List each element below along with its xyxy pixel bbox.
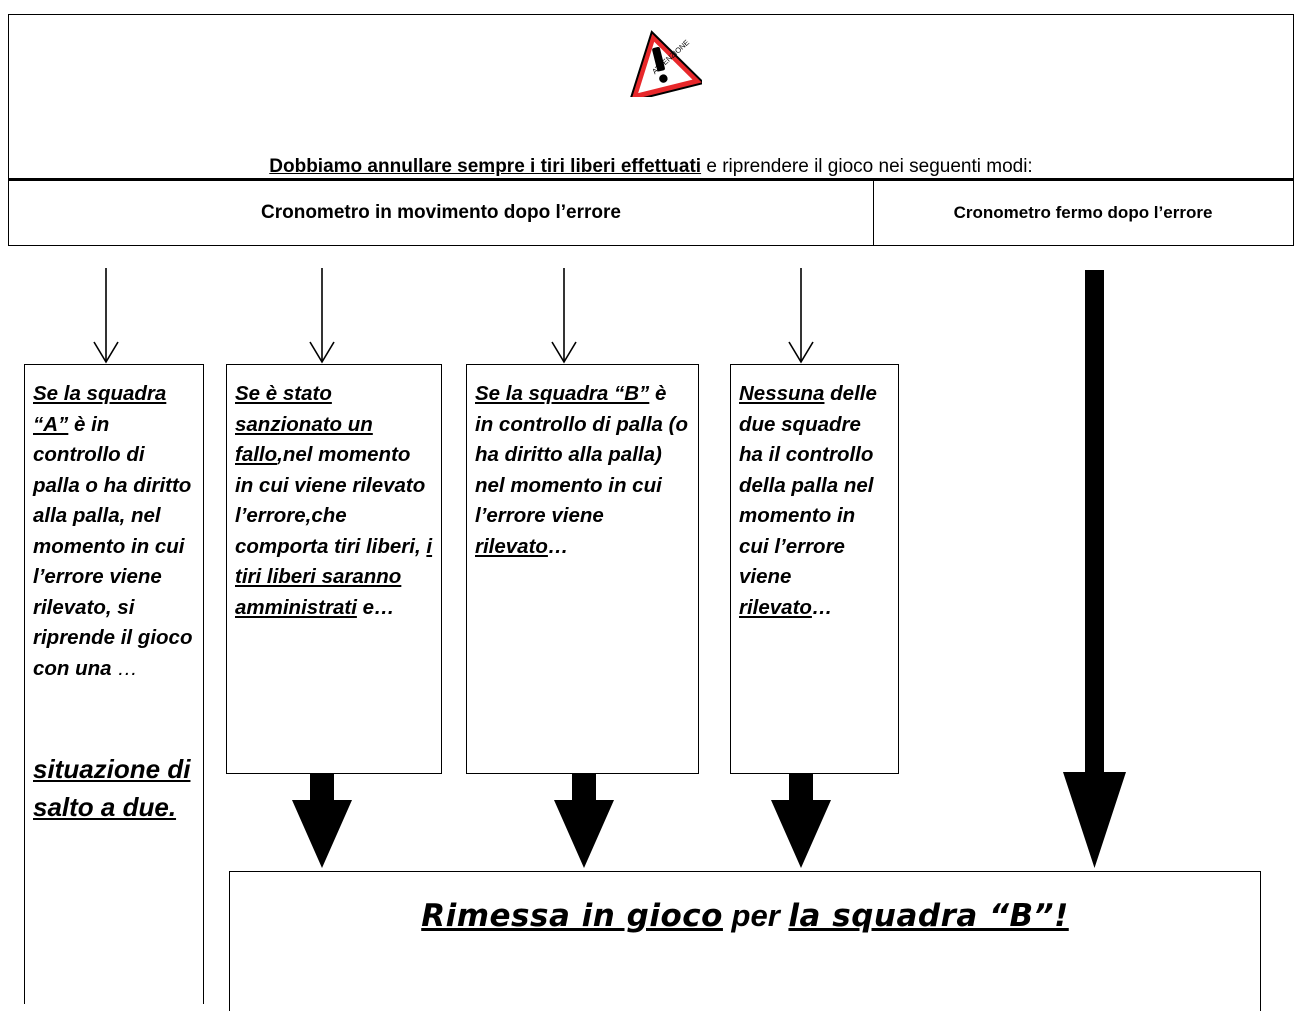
- case-a-box: Se la squadra “A” è in controllo di pall…: [24, 364, 204, 1004]
- thin-arrow-a-head: [93, 341, 119, 364]
- final-part-1: Rimessa in gioco: [421, 898, 723, 934]
- case-d-underlined-2: rilevato: [739, 595, 812, 619]
- intro-box: ATTENZIONE Dobbiamo annullare sempre i t…: [8, 14, 1294, 178]
- case-d-text-1: delle due squadre ha il controllo della …: [739, 382, 877, 588]
- final-part-3: la squadra “B”!: [788, 898, 1069, 934]
- final-part-2: per: [722, 898, 789, 933]
- case-c-box: Se la squadra “B” è in controllo di pall…: [466, 364, 699, 774]
- case-b-underlined-1: Se è stato sanzionato un fallo: [235, 382, 373, 466]
- thick-arrow-b: [292, 774, 352, 868]
- case-d-box: Nessuna delle due squadre ha il controll…: [730, 364, 899, 774]
- case-b-text-1: ,nel momento in cui viene rilevato l’err…: [235, 443, 427, 558]
- thick-arrow-c: [554, 774, 614, 868]
- case-a-underlined: Se la squadra “A”: [33, 382, 167, 436]
- final-outcome-box: Rimessa in gioco per la squadra “B”!: [229, 871, 1261, 1011]
- thick-arrow-stopped: [1063, 270, 1126, 868]
- thin-arrow-d-head: [788, 341, 814, 364]
- thin-arrow-b-head: [309, 341, 335, 364]
- case-a-text: è in controllo di palla o ha diritto all…: [33, 412, 193, 680]
- warning-triangle-icon: ATTENZIONE: [628, 30, 702, 97]
- intro-sentence: Dobbiamo annullare sempre i tiri liberi …: [9, 156, 1293, 178]
- case-a-result: situazione di salto a due.: [33, 754, 191, 822]
- flow-arrows: [93, 268, 1126, 868]
- timer-header-row: Cronometro in movimento dopo l’errore Cr…: [8, 178, 1294, 246]
- thin-arrow-c-head: [551, 341, 577, 364]
- case-c-underlined-2: rilevato: [475, 534, 548, 558]
- intro-rest: e riprendere il gioco nei seguenti modi:: [701, 156, 1033, 177]
- thick-arrow-d: [771, 774, 831, 868]
- case-c-text-2: …: [547, 534, 569, 558]
- case-c-text-1: è in controllo di palla (o ha diritto al…: [475, 382, 688, 527]
- header-stopped-clock: Cronometro fermo dopo l’errore: [953, 203, 1213, 222]
- case-d-underlined-1: Nessuna: [739, 382, 825, 405]
- header-running-clock: Cronometro in movimento dopo l’errore: [9, 181, 874, 245]
- case-c-underlined-1: Se la squadra “B”: [475, 382, 650, 405]
- case-a-tail: …: [111, 656, 138, 680]
- case-b-text-2: e…: [356, 595, 395, 619]
- final-outcome-text: Rimessa in gioco per la squadra “B”!: [230, 898, 1260, 934]
- case-d-text-2: …: [811, 595, 833, 619]
- case-b-box: Se è stato sanzionato un fallo,nel momen…: [226, 364, 442, 774]
- case-b-underlined-2: i tiri liberi saranno amministrati: [235, 534, 433, 619]
- intro-emphasis: Dobbiamo annullare sempre i tiri liberi …: [269, 156, 702, 177]
